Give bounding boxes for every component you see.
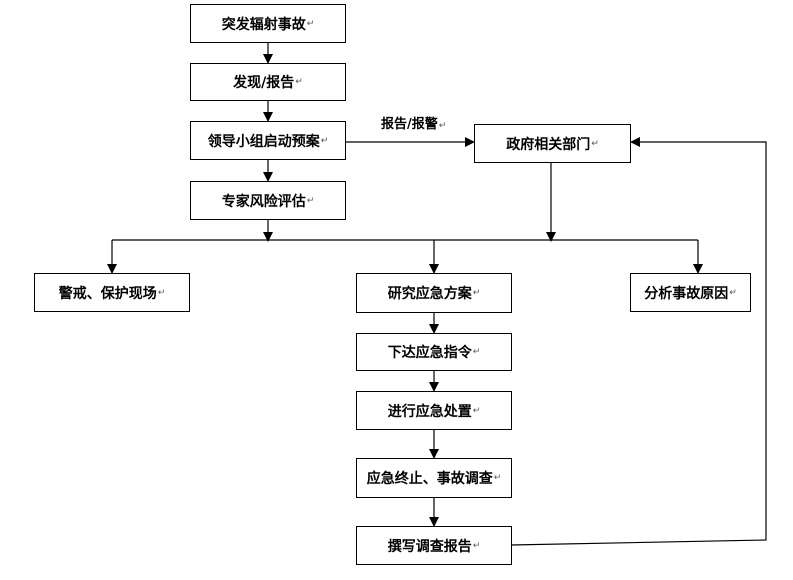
node-label: 应急终止、事故调查 (366, 471, 493, 487)
node-discover-report: 发现/报告↵ (190, 63, 346, 101)
node-expert-risk-assessment: 专家风险评估↵ (190, 181, 346, 220)
node-label: 下达应急指令 (387, 345, 472, 361)
node-label: 进行应急处置 (387, 403, 472, 420)
node-cordon-protect-scene: 警戒、保护现场↵ (34, 273, 190, 312)
paragraph-mark-icon: ↵ (295, 77, 303, 87)
node-label: 政府相关部门 (506, 136, 591, 153)
node-label: 发现/报告 (233, 75, 295, 91)
paragraph-mark-icon: ↵ (472, 540, 481, 551)
node-sudden-radiation-accident: 突发辐射事故↵ (190, 4, 346, 43)
node-label: 警戒、保护现场 (58, 285, 157, 302)
node-analyze-accident-cause: 分析事故原因↵ (630, 273, 751, 312)
paragraph-mark-icon: ↵ (306, 195, 315, 206)
node-label: 领导小组启动预案 (207, 133, 320, 150)
paragraph-mark-icon: ↵ (493, 473, 502, 483)
node-label: 突发辐射事故 (221, 16, 306, 33)
paragraph-mark-icon: ↵ (472, 347, 481, 357)
node-conduct-emergency-response: 进行应急处置↵ (356, 391, 512, 430)
paragraph-mark-icon: ↵ (306, 18, 315, 29)
paragraph-mark-icon: ↵ (320, 135, 329, 146)
edge-label-text: 报告/报警 (381, 117, 438, 132)
paragraph-mark-icon: ↵ (438, 121, 447, 131)
paragraph-mark-icon: ↵ (472, 288, 481, 298)
node-label: 研究应急方案 (387, 286, 472, 302)
paragraph-mark-icon: ↵ (591, 138, 599, 149)
node-label: 分析事故原因 (644, 285, 729, 302)
node-write-investigation-report: 撰写调查报告↵ (356, 526, 512, 565)
node-government-departments: 政府相关部门↵ (474, 124, 631, 163)
node-emergency-end-investigation: 应急终止、事故调查↵ (356, 458, 512, 498)
node-label: 专家风险评估 (221, 193, 306, 210)
node-study-emergency-plan: 研究应急方案↵ (356, 273, 512, 313)
paragraph-mark-icon: ↵ (472, 405, 481, 416)
edge-label-report-alarm: 报告/报警↵ (381, 113, 446, 132)
node-leadership-activate-plan: 领导小组启动预案↵ (190, 121, 346, 160)
edge-n11-gov (510, 137, 767, 546)
node-label: 撰写调查报告 (387, 538, 472, 555)
paragraph-mark-icon: ↵ (157, 287, 166, 298)
node-issue-emergency-order: 下达应急指令↵ (356, 333, 512, 371)
paragraph-mark-icon: ↵ (729, 287, 737, 298)
